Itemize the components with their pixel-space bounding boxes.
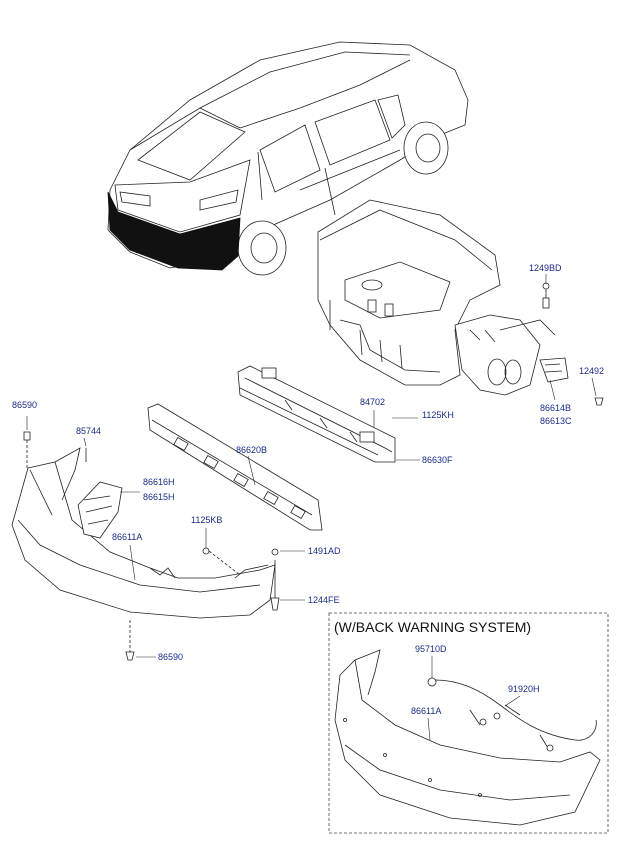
part-labels: 1249BD 12492 86614B 86613C 84702 1125KH … xyxy=(12,263,604,716)
label-86630F[interactable]: 86630F xyxy=(422,455,453,465)
label-86613C[interactable]: 86613C xyxy=(540,416,572,426)
label-86590-top[interactable]: 86590 xyxy=(12,400,37,410)
rear-body-panel xyxy=(317,199,569,396)
label-86611A-inset[interactable]: 86611A xyxy=(411,706,441,716)
label-86611A[interactable]: 86611A xyxy=(112,532,142,542)
energy-absorber xyxy=(147,403,323,531)
label-85744[interactable]: 85744 xyxy=(76,426,101,436)
label-1491AD[interactable]: 1491AD xyxy=(308,546,341,556)
label-1249BD[interactable]: 1249BD xyxy=(529,263,562,273)
side-bracket xyxy=(77,481,123,539)
label-86614B[interactable]: 86614B xyxy=(540,403,571,413)
label-86616H[interactable]: 86616H xyxy=(143,477,175,487)
label-1125KB[interactable]: 1125KB xyxy=(191,515,222,525)
inset-box: (W/BACK WARNING SYSTEM) xyxy=(328,612,609,834)
bumper-fasteners xyxy=(23,431,280,661)
leader-lines xyxy=(26,274,597,658)
label-12492[interactable]: 12492 xyxy=(579,366,604,376)
label-1125KH[interactable]: 1125KH xyxy=(422,410,454,420)
fasteners-upper xyxy=(542,282,604,406)
label-86620B[interactable]: 86620B xyxy=(236,445,267,455)
label-84702[interactable]: 84702 xyxy=(360,397,385,407)
inset-title: (W/BACK WARNING SYSTEM) xyxy=(334,619,531,635)
car-illustration xyxy=(107,41,469,276)
label-86590-bottom[interactable]: 86590 xyxy=(158,652,183,662)
reinforcement-beam xyxy=(237,365,396,463)
label-1244FE[interactable]: 1244FE xyxy=(308,595,340,605)
label-91920H[interactable]: 91920H xyxy=(508,684,540,694)
label-95710D[interactable]: 95710D xyxy=(415,644,447,654)
bumper-highlight xyxy=(107,191,241,271)
label-86615H[interactable]: 86615H xyxy=(143,492,175,502)
